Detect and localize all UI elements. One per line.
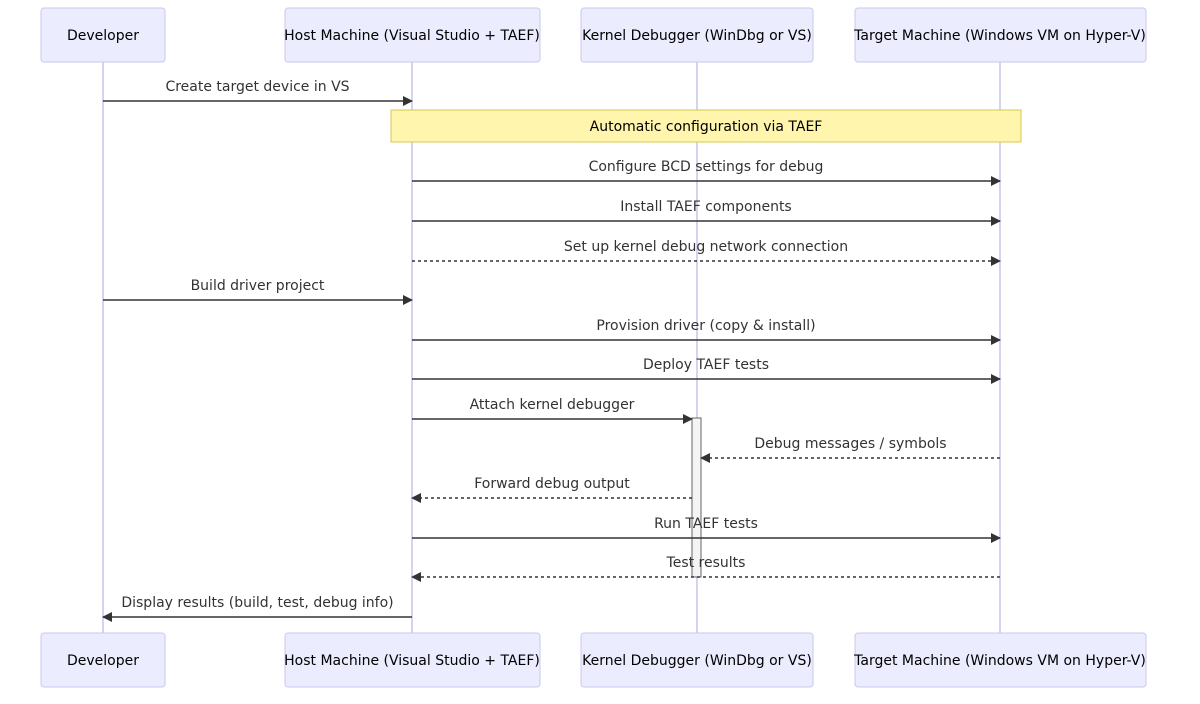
participant-kd-bottom: Kernel Debugger (WinDbg or VS) <box>580 632 814 688</box>
message-7: Deploy TAEF tests <box>412 357 1001 384</box>
participant-label: Kernel Debugger (WinDbg or VS) <box>582 28 812 44</box>
participant-dev-top: Developer <box>40 7 166 63</box>
message-8: Attach kernel debugger <box>412 397 693 424</box>
message-label: Configure BCD settings for debug <box>589 159 824 175</box>
message-label: Set up kernel debug network connection <box>564 239 848 255</box>
participant-kd-top: Kernel Debugger (WinDbg or VS) <box>580 7 814 63</box>
message-label: Attach kernel debugger <box>470 397 635 413</box>
participant-box <box>284 632 541 688</box>
message-label: Test results <box>666 555 746 571</box>
message-label: Display results (build, test, debug info… <box>121 595 393 611</box>
participant-label: Target Machine (Windows VM on Hyper-V) <box>853 653 1146 669</box>
participant-target-bottom: Target Machine (Windows VM on Hyper-V) <box>853 632 1147 688</box>
message-5: Build driver project <box>103 278 413 305</box>
message-1: Create target device in VS <box>103 79 413 106</box>
activation-bar-kd <box>691 417 702 578</box>
participant-host-top: Host Machine (Visual Studio + TAEF) <box>284 7 541 63</box>
participant-label: Host Machine (Visual Studio + TAEF) <box>284 28 540 44</box>
message-9: Debug messages / symbols <box>700 436 1000 463</box>
participant-dev-bottom: Developer <box>40 632 166 688</box>
message-label: Install TAEF components <box>620 199 791 215</box>
message-label: Run TAEF tests <box>654 516 758 532</box>
message-2: Configure BCD settings for debug <box>412 159 1001 186</box>
message-4: Set up kernel debug network connection <box>412 239 1001 266</box>
message-3: Install TAEF components <box>412 199 1001 226</box>
message-10: Forward debug output <box>411 476 692 503</box>
message-label: Provision driver (copy & install) <box>596 318 815 334</box>
participant-box <box>580 7 814 63</box>
participant-target-top: Target Machine (Windows VM on Hyper-V) <box>853 7 1147 63</box>
participant-label: Kernel Debugger (WinDbg or VS) <box>582 653 812 669</box>
participant-label: Developer <box>67 653 139 669</box>
note-text: Automatic configuration via TAEF <box>590 119 823 135</box>
participant-label: Developer <box>67 28 139 44</box>
participant-host-bottom: Host Machine (Visual Studio + TAEF) <box>284 632 541 688</box>
participant-box <box>854 632 1147 688</box>
participant-box <box>580 632 814 688</box>
participant-label: Host Machine (Visual Studio + TAEF) <box>284 653 540 669</box>
message-label: Forward debug output <box>474 476 630 492</box>
note: Automatic configuration via TAEF <box>390 109 1022 143</box>
message-label: Debug messages / symbols <box>754 436 946 452</box>
participant-box <box>40 632 166 688</box>
message-13: Display results (build, test, debug info… <box>102 595 412 622</box>
message-12: Test results <box>411 555 1000 582</box>
message-label: Deploy TAEF tests <box>643 357 769 373</box>
note-box <box>390 109 1022 143</box>
participant-box <box>284 7 541 63</box>
message-label: Create target device in VS <box>165 79 349 95</box>
message-label: Build driver project <box>191 278 325 294</box>
message-11: Run TAEF tests <box>412 516 1001 543</box>
participant-box <box>854 7 1147 63</box>
participant-box <box>40 7 166 63</box>
message-6: Provision driver (copy & install) <box>412 318 1001 345</box>
participant-label: Target Machine (Windows VM on Hyper-V) <box>853 28 1146 44</box>
